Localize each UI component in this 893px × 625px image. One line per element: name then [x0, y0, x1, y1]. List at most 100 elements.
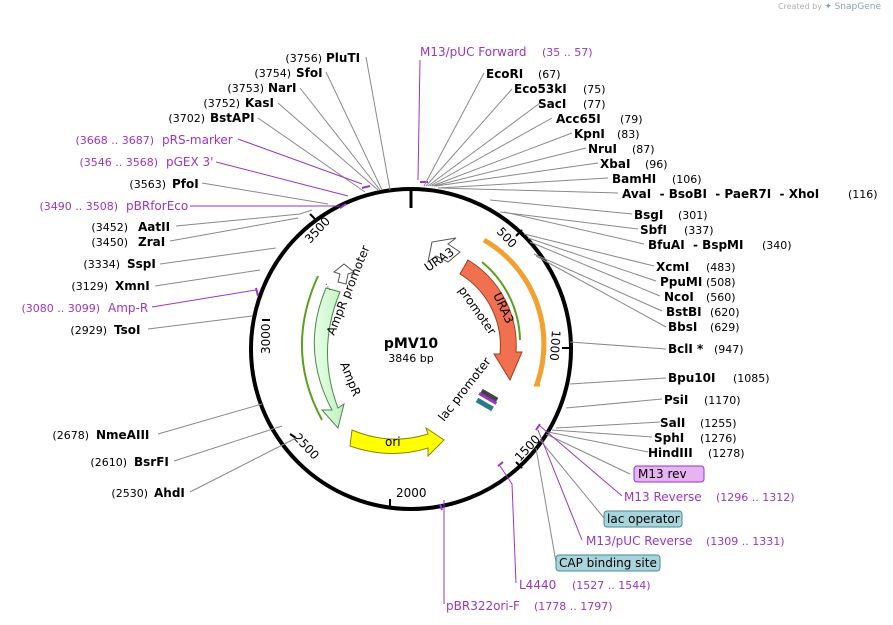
- left-primer-leaders: [151, 138, 363, 308]
- enzyme-pos: (340): [762, 239, 792, 252]
- boxed-feature-m13-rev: M13 rev: [633, 465, 705, 483]
- enzyme-pos: (96): [645, 158, 668, 171]
- enzyme-name: XbaI: [600, 157, 630, 171]
- enzyme-name: BbsI: [668, 320, 697, 334]
- enzyme-pos: (301): [678, 209, 708, 222]
- enzyme-name: ZraI: [138, 235, 165, 249]
- snapgene-logo: ✦: [824, 2, 833, 12]
- enzyme-pos: (83): [617, 128, 640, 141]
- primer-name: pBRforEco: [126, 199, 188, 213]
- enzyme-name: Bpu10I: [668, 371, 715, 385]
- enzyme-name: NcoI: [664, 290, 694, 304]
- enzyme-name: AvaI - BsoBI - PaeR7I - XhoI: [622, 187, 819, 201]
- primer-name: M13 Reverse: [624, 490, 702, 504]
- tick-label: 2000: [396, 486, 427, 500]
- enzyme-pos: (3452): [91, 221, 128, 234]
- enzyme-pos: (3334): [83, 258, 120, 271]
- ampr-green-arc: [300, 275, 323, 421]
- enzyme-pos: (560): [706, 291, 736, 304]
- enzyme-name: KasI: [245, 96, 274, 110]
- enzyme-name: EcoRI: [486, 67, 523, 81]
- left-primer-labels: (3668 .. 3687) pRS-marker (3546 .. 3568)…: [21, 133, 232, 315]
- enzyme-pos: (1278): [708, 447, 745, 460]
- enzyme-pos: (1170): [704, 394, 741, 407]
- enzyme-name: TsoI: [114, 323, 140, 337]
- enzyme-name: BstBI: [666, 305, 702, 319]
- enzyme-name: NarI: [268, 81, 297, 95]
- ori-label: ori: [385, 435, 401, 449]
- enzyme-pos: (2530): [111, 487, 148, 500]
- primer-name: pRS-marker: [162, 133, 233, 147]
- enzyme-name: SacI: [538, 97, 566, 111]
- boxed-feature-cap-binding-site: CAP binding site: [555, 554, 661, 572]
- enzyme-name: BfuAI - BspMI: [648, 238, 743, 252]
- enzyme-pos: (2929): [70, 324, 107, 337]
- enzyme-pos: (2678): [52, 429, 89, 442]
- enzyme-pos: (3563): [129, 178, 166, 191]
- right-enzyme-labels: EcoRI (67) Eco53kI (75) SacI (77) Acc65I…: [486, 67, 878, 460]
- enzyme-name: BsrFI: [134, 455, 169, 469]
- enzyme-name: SspI: [127, 257, 156, 271]
- enzyme-pos: (75): [583, 83, 606, 96]
- ura3-green-arc: [481, 261, 521, 341]
- enzyme-pos: (79): [620, 113, 643, 126]
- enzyme-pos: (3129): [71, 280, 108, 293]
- feature-ampr-promoter: [325, 263, 356, 291]
- credit: Created by ✦ SnapGene: [778, 2, 881, 12]
- primer-name: pGEX 3': [166, 155, 213, 169]
- enzyme-pos: (629): [710, 321, 740, 334]
- enzyme-name: BsgI: [634, 208, 663, 222]
- enzyme-pos: (1276): [700, 432, 737, 445]
- enzyme-pos: (3752): [203, 97, 240, 110]
- feature-ampr: [313, 287, 345, 430]
- enzyme-name: SalI: [660, 416, 685, 430]
- primer-range: (1527 .. 1544): [572, 579, 651, 592]
- primer-name: Amp-R: [108, 301, 148, 315]
- enzyme-name: HindIII: [648, 446, 693, 460]
- enzyme-name: XmnI: [115, 279, 150, 293]
- box-label: CAP binding site: [559, 556, 657, 570]
- right-primer-labels: M13 Reverse (1296 .. 1312) M13/pUC Rever…: [446, 490, 795, 613]
- enzyme-name: SfoI: [296, 66, 323, 80]
- primer-name: M13/pUC Reverse: [586, 534, 693, 548]
- enzyme-pos: (508): [706, 276, 736, 289]
- enzyme-name: NruI: [588, 142, 617, 156]
- feature-ura3-promoter: [427, 237, 461, 264]
- primer-range: (3546 .. 3568): [79, 156, 158, 169]
- enzyme-pos: (87): [632, 143, 655, 156]
- ura3-primer-arc: [482, 237, 547, 387]
- enzyme-name: PfoI: [172, 177, 199, 191]
- enzyme-pos: (3702): [168, 112, 205, 125]
- enzyme-name: BclI *: [668, 342, 704, 356]
- enzyme-pos: (67): [538, 68, 561, 81]
- enzyme-name: BstAPI: [210, 111, 255, 125]
- primer-range: (1309 .. 1331): [706, 535, 785, 548]
- primer-range: (3490 .. 3508): [39, 200, 118, 213]
- tick-label: 3000: [259, 323, 273, 354]
- enzyme-pos: (1085): [733, 372, 770, 385]
- enzyme-pos: (3756): [285, 52, 322, 65]
- enzyme-name: BamHI: [612, 172, 656, 186]
- enzyme-pos: (2610): [90, 456, 127, 469]
- enzyme-pos: (77): [583, 98, 606, 111]
- left-leaders: [147, 56, 391, 493]
- enzyme-name: AatII: [138, 220, 170, 234]
- plasmid-name: pMV10: [384, 336, 439, 352]
- enzyme-name: PsiI: [664, 393, 688, 407]
- box-label: lac operator: [607, 512, 680, 526]
- tick-label: 1000: [547, 330, 563, 361]
- right-primer-leaders: [417, 59, 623, 604]
- enzyme-pos: (947): [714, 343, 744, 356]
- ampr-label: AmpR: [337, 360, 363, 398]
- primer-range: (1296 .. 1312): [716, 491, 795, 504]
- enzyme-pos: (116): [848, 188, 878, 201]
- enzyme-pos: (3754): [254, 67, 291, 80]
- primer-range: (35 .. 57): [542, 46, 593, 59]
- lac-promoter-label: lac promoter: [435, 355, 493, 424]
- enzyme-name: SphI: [654, 431, 684, 445]
- primer-range: (3668 .. 3687): [75, 134, 154, 147]
- primer-marks: [255, 181, 541, 511]
- enzyme-pos: (620): [710, 306, 740, 319]
- credit-brand: SnapGene: [834, 2, 881, 12]
